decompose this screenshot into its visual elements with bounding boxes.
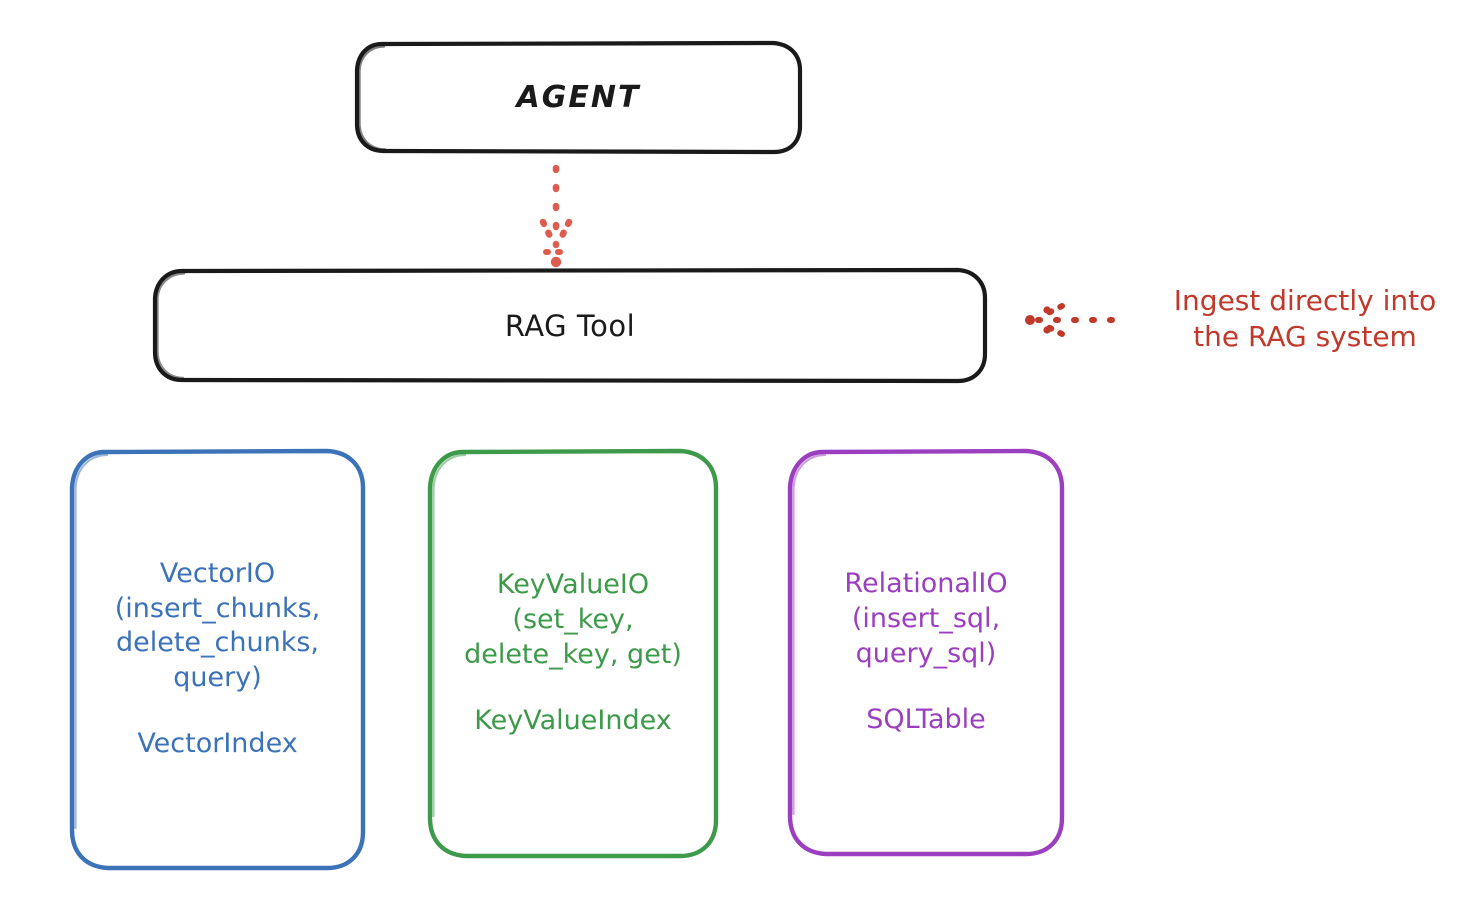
key-value-io-box[interactable]	[427, 448, 719, 859]
relational-io-box[interactable]	[787, 448, 1065, 857]
agent-to-rag-arrow-icon	[539, 164, 573, 268]
agent-box[interactable]	[354, 40, 803, 155]
ingest-annotation-label: Ingest directly into the RAG system	[1173, 284, 1437, 354]
vector-io-box[interactable]	[69, 448, 366, 871]
ingest-arrow-icon	[1025, 303, 1121, 337]
rag-tool-box[interactable]	[152, 267, 988, 384]
